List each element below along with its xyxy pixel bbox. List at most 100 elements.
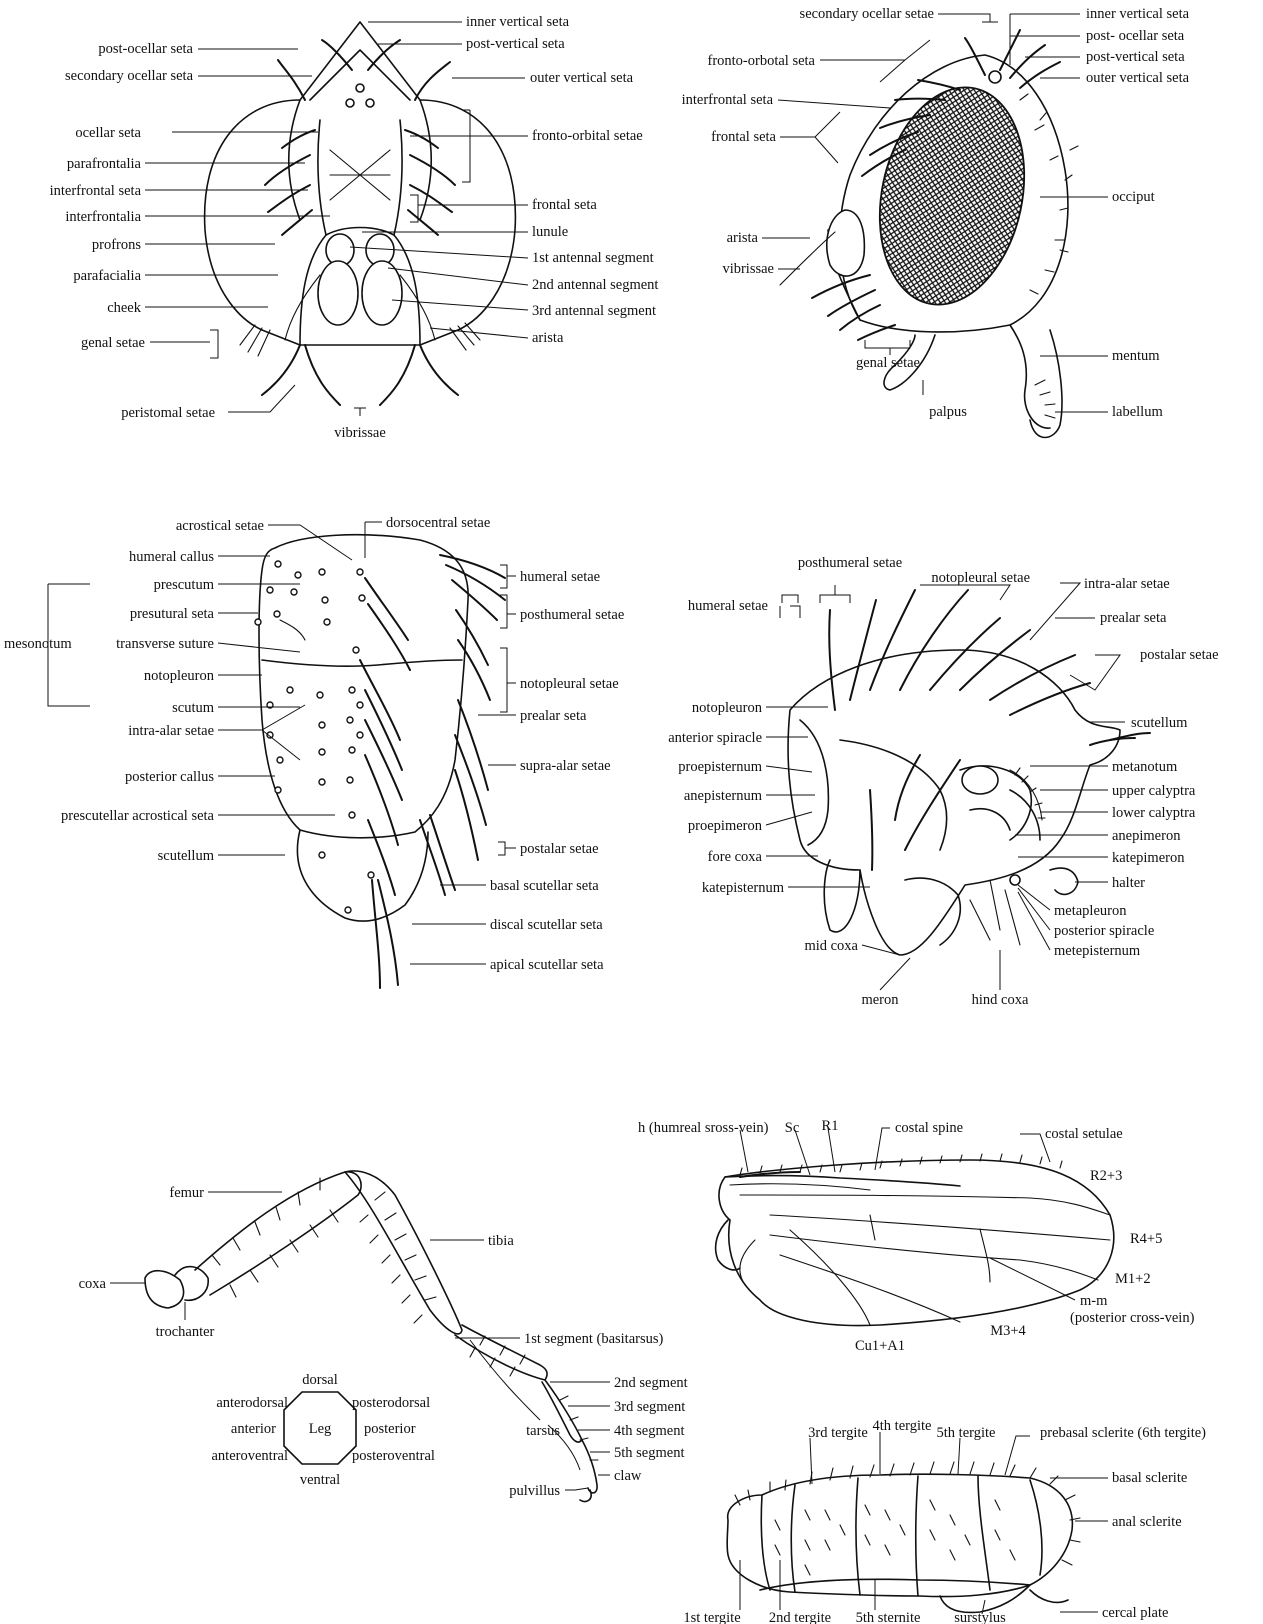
label-genal-setae: genal setae [81, 335, 145, 351]
label-post-ocellar-seta-side: post- ocellar seta [1086, 28, 1185, 44]
label-r1: R1 [822, 1118, 839, 1134]
label-postalar-setae-lat: postalar setae [1140, 647, 1219, 663]
label-hind-coxa: hind coxa [972, 992, 1029, 1008]
label-katepimeron: katepimeron [1112, 850, 1185, 866]
label-lunule: lunule [532, 224, 568, 240]
label-prealar-seta: prealar seta [520, 708, 587, 724]
label-cheek: cheek [107, 300, 142, 316]
label-prealar-seta-lat: prealar seta [1100, 610, 1167, 626]
thorax-dorsal-drawing [255, 535, 505, 988]
octagon-anterior: anterior [231, 1421, 276, 1437]
label-costal-spine: costal spine [895, 1120, 963, 1136]
label-discal-scutellar-seta: discal scutellar seta [490, 917, 603, 933]
label-posterior-callus: posterior callus [125, 769, 214, 785]
label-post-ocellar-seta: post-ocellar seta [98, 41, 193, 57]
label-intra-alar-setae-lat: intra-alar setae [1084, 576, 1170, 592]
label-meron: meron [861, 992, 899, 1008]
label-upper-calyptra: upper calyptra [1112, 783, 1196, 799]
label-frontal-seta: frontal seta [532, 197, 597, 213]
label-notopleuron: notopleuron [144, 668, 215, 684]
label-genal-setae-side: genal setae [856, 355, 920, 371]
abdomen-leaders [740, 1432, 1108, 1614]
thorax-lateral-drawing [788, 590, 1150, 955]
label-proepimeron: proepimeron [688, 818, 763, 834]
label-notopleuron-lat: notopleuron [692, 700, 763, 716]
label-katepisternum: katepisternum [702, 880, 785, 896]
head-frontal-leaders [145, 22, 528, 416]
label-posterior-spiracle: posterior spiracle [1054, 923, 1154, 939]
label-interfrontal-seta: interfrontal seta [50, 183, 142, 199]
octagon-center-label: Leg [309, 1421, 332, 1437]
label-inner-vertical-seta: inner vertical seta [466, 14, 570, 30]
label-dorsocentral-setae: dorsocentral setae [386, 515, 490, 531]
label-fore-coxa: fore coxa [708, 849, 763, 865]
octagon-anterodorsal: anterodorsal [216, 1395, 288, 1411]
label-4th-segment: 4th segment [614, 1423, 684, 1439]
label-anepimeron: anepimeron [1112, 828, 1181, 844]
label-posthumeral-setae: posthumeral setae [520, 607, 624, 623]
label-inner-vertical-seta-side: inner vertical seta [1086, 6, 1190, 22]
label-mentum: mentum [1112, 348, 1160, 364]
label-apical-scutellar-seta: apical scutellar seta [490, 957, 604, 973]
label-parafacialia: parafacialia [73, 268, 141, 284]
head-frontal-panel: post-ocellar seta secondary ocellar seta… [50, 14, 659, 441]
label-2nd-segment: 2nd segment [614, 1375, 688, 1391]
label-presutural-seta: presutural seta [130, 606, 215, 622]
label-fronto-orbital-setae: fronto-orbital setae [532, 128, 643, 144]
label-arista: arista [532, 330, 564, 346]
label-tarsus: tarsus [526, 1423, 560, 1439]
thorax-dorsal-panel: acrostical setae dorsocentral setae hume… [4, 515, 624, 988]
label-arista-side: arista [727, 230, 759, 246]
label-cercal-plate: cercal plate [1102, 1605, 1168, 1621]
label-scutellum-lat: scutellum [1131, 715, 1188, 731]
label-notopleural-setae: notopleural setae [520, 676, 619, 692]
label-posthumeral-setae-lat: posthumeral setae [798, 555, 902, 571]
label-anepisternum: anepisternum [684, 788, 763, 804]
label-supra-alar-setae: supra-alar setae [520, 758, 611, 774]
label-palpus: palpus [929, 404, 967, 420]
thorax-dorsal-labels: acrostical setae dorsocentral setae hume… [4, 515, 624, 973]
label-intra-alar-setae: intra-alar setae [128, 723, 214, 739]
octagon-anteroventral: anteroventral [212, 1448, 289, 1464]
label-metepisternum: metepisternum [1054, 943, 1141, 959]
label-scutum: scutum [172, 700, 215, 716]
label-1st-antennal-segment: 1st antennal segment [532, 250, 654, 266]
label-outer-vertical-seta: outer vertical seta [530, 70, 634, 86]
label-prebasal-sclerite: prebasal sclerite (6th tergite) [1040, 1425, 1206, 1441]
label-vibrissae: vibrissae [334, 425, 386, 441]
label-frontal-seta-side: frontal seta [711, 129, 776, 145]
label-profrons: profrons [92, 237, 141, 253]
label-ocellar-seta: ocellar seta [75, 125, 141, 141]
label-halter: halter [1112, 875, 1145, 891]
label-coxa-leg: coxa [79, 1276, 107, 1292]
head-frontal-drawing [205, 22, 516, 405]
label-1st-tergite: 1st tergite [683, 1610, 740, 1624]
label-1st-segment-basitarsus: 1st segment (basitarsus) [524, 1331, 664, 1347]
label-sc: Sc [785, 1120, 800, 1136]
label-tibia: tibia [488, 1233, 514, 1249]
label-5th-tergite: 5th tergite [937, 1425, 996, 1441]
label-prescutum: prescutum [154, 577, 215, 593]
label-mid-coxa: mid coxa [804, 938, 858, 954]
label-mesonotum: mesonotum [4, 636, 72, 652]
wing-labels: h (humreal sross-vein) Sc R1 costal spin… [638, 1118, 1195, 1354]
octagon-posterodorsal: posterodorsal [352, 1395, 430, 1411]
label-post-vertical-seta: post-vertical seta [466, 36, 565, 52]
label-peristomal-setae: peristomal setae [121, 405, 215, 421]
label-humeral-callus: humeral callus [129, 549, 214, 565]
thorax-dorsal-leaders [48, 522, 516, 964]
label-5th-sternite: 5th sternite [856, 1610, 921, 1624]
label-humeral-setae: humeral setae [520, 569, 600, 585]
wing-leaders [740, 1128, 1075, 1300]
abdomen-panel: 4th tergite 3rd tergite 5th tergite preb… [683, 1418, 1206, 1624]
octagon-posterior: posterior [364, 1421, 416, 1437]
label-anterior-spiracle: anterior spiracle [668, 730, 762, 746]
label-3rd-tergite: 3rd tergite [808, 1425, 868, 1441]
wing-panel: h (humreal sross-vein) Sc R1 costal spin… [638, 1118, 1195, 1354]
label-2nd-tergite: 2nd tergite [769, 1610, 831, 1624]
label-r2-3: R2+3 [1090, 1168, 1122, 1184]
label-proepisternum: proepisternum [678, 759, 762, 775]
wing-drawing [716, 1154, 1114, 1326]
label-metanotum: metanotum [1112, 759, 1178, 775]
